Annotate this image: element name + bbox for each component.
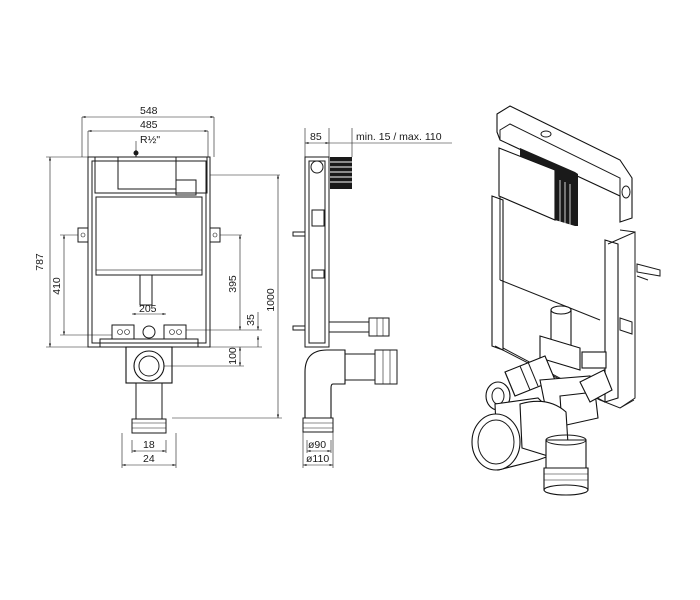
dim-height-bracket: 410 bbox=[51, 277, 63, 295]
dim-pipe-inner: 18 bbox=[143, 439, 155, 451]
iso-flush-plate bbox=[498, 147, 578, 226]
dim-dia-large: ø110 bbox=[306, 453, 329, 465]
dim-thread: R½" bbox=[140, 134, 160, 146]
dim-pipe-outer: 24 bbox=[143, 453, 155, 465]
side-drain bbox=[302, 349, 398, 433]
drain-pipe bbox=[125, 346, 173, 434]
isometric-view bbox=[471, 105, 661, 496]
dim-spacing-studs: 205 bbox=[139, 303, 157, 315]
side-view: 85 min. 15 / max. 110 ø90 ø110 bbox=[292, 128, 452, 468]
dim-height-inlet: 395 bbox=[227, 275, 239, 293]
right-bracket bbox=[209, 227, 221, 243]
dim-dia-small: ø90 bbox=[308, 439, 326, 451]
iso-side-brackets bbox=[619, 263, 661, 335]
dim-height-total: 787 bbox=[34, 253, 46, 271]
cistern bbox=[95, 196, 203, 276]
dim-offset-small: 35 bbox=[245, 314, 257, 326]
dim-adjust: min. 15 / max. 110 bbox=[356, 131, 442, 143]
frame-outline bbox=[87, 156, 211, 348]
dim-depth: 85 bbox=[310, 131, 322, 143]
front-view: 548 485 R½" 787 410 395 1000 205 35 100 … bbox=[34, 105, 282, 468]
dim-width-outer: 548 bbox=[140, 105, 158, 117]
iso-top-housing bbox=[496, 105, 633, 223]
dim-offset-drain: 100 bbox=[227, 347, 239, 365]
dim-height-frame: 1000 bbox=[265, 288, 277, 312]
flush-plate bbox=[330, 157, 352, 189]
left-bracket bbox=[77, 227, 89, 243]
dim-width-inner: 485 bbox=[140, 119, 158, 131]
side-frame bbox=[304, 156, 330, 348]
iso-drain bbox=[471, 397, 589, 496]
